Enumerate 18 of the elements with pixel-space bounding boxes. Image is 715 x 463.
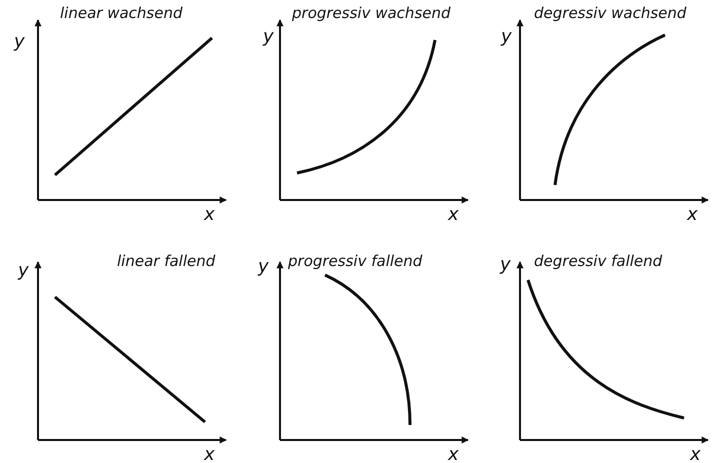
- graph-title: degressiv fallend: [534, 254, 662, 269]
- graph-title: progressiv fallend: [288, 254, 422, 269]
- axis-label: x: [448, 206, 459, 224]
- axis-label: y: [258, 258, 269, 276]
- graph-title: linear fallend: [117, 254, 216, 269]
- graph-title: linear wachsend: [60, 6, 182, 21]
- axis-label: x: [204, 446, 215, 463]
- axis-label: y: [500, 256, 511, 274]
- axis-label: y: [501, 28, 512, 46]
- axis-label: x: [204, 206, 215, 224]
- axis-label: y: [18, 262, 29, 280]
- graph-title: progressiv wachsend: [292, 6, 451, 21]
- axis-label: y: [14, 33, 25, 51]
- axis-label: y: [263, 28, 274, 46]
- axis-label: x: [690, 446, 701, 463]
- graph-title: degressiv wachsend: [534, 6, 686, 21]
- axis-label: x: [448, 446, 459, 463]
- axis-label: x: [687, 206, 698, 224]
